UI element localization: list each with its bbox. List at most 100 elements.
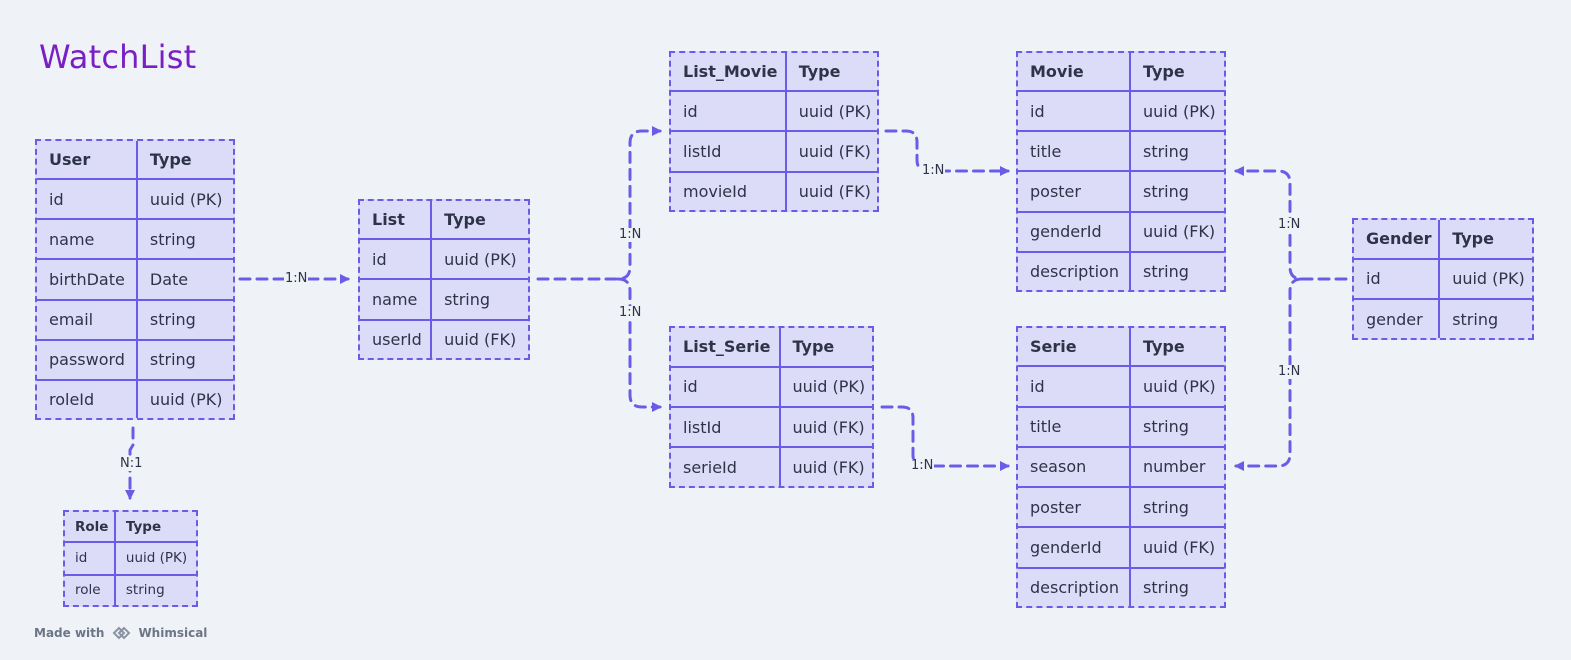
field-name-cell: id bbox=[671, 91, 787, 133]
field-type-cell: uuid (PK) bbox=[1439, 258, 1532, 301]
diagram-title: WatchList bbox=[39, 38, 197, 76]
field-type-cell: uuid (FK) bbox=[1129, 211, 1224, 253]
field-type-cell: uuid (FK) bbox=[1129, 527, 1224, 569]
connector-user-role bbox=[125, 426, 135, 500]
field-name-cell: listId bbox=[671, 406, 781, 449]
field-type-cell: string bbox=[1452, 309, 1499, 329]
field-type-cell: uuid (FK) bbox=[444, 329, 517, 349]
type-header-cell: Type bbox=[1129, 53, 1224, 93]
field-name-cell: roleId bbox=[37, 379, 138, 418]
relation-label-gender-movie: 1:N bbox=[1277, 217, 1302, 232]
field-type-cell: string bbox=[1129, 406, 1224, 448]
field-name-cell: listId bbox=[671, 131, 787, 173]
field-type-cell: uuid (PK) bbox=[779, 366, 872, 408]
field-name-cell: id bbox=[671, 366, 781, 408]
connector-list-listserie bbox=[616, 277, 662, 412]
field-name-cell: id bbox=[37, 179, 138, 221]
field-name-cell: userId bbox=[360, 319, 433, 358]
field-name-cell: title bbox=[1018, 406, 1131, 448]
field-name-cell: description bbox=[1018, 567, 1131, 606]
entity-name-cell: Role bbox=[65, 512, 116, 544]
field-name-cell: birthDate bbox=[37, 259, 138, 301]
type-header-cell: Type bbox=[431, 201, 528, 241]
connector-listmovie-movie bbox=[884, 129, 1010, 176]
field-name-cell: season bbox=[1018, 446, 1131, 489]
type-header-cell: Type bbox=[779, 328, 872, 368]
field-type-cell: uuid (FK) bbox=[798, 181, 871, 201]
entity-name-cell: List bbox=[360, 201, 433, 241]
field-name-cell: id bbox=[1018, 91, 1131, 133]
field-type-cell: string bbox=[136, 219, 233, 261]
field-type-cell: number bbox=[1129, 446, 1224, 489]
field-name-cell: serieId bbox=[671, 447, 781, 486]
relation-label-user-role: N:1 bbox=[119, 456, 144, 471]
entity-name-cell: List_Movie bbox=[671, 53, 787, 93]
type-header-cell: Type bbox=[785, 53, 877, 93]
field-name-cell: id bbox=[1354, 258, 1441, 301]
field-type-cell: uuid (FK) bbox=[785, 131, 877, 173]
whimsical-logo-icon bbox=[113, 626, 131, 640]
table-row: userId uuid (FK) bbox=[360, 319, 528, 358]
field-name-cell: genderId bbox=[1018, 527, 1131, 569]
entity-name-cell: Gender bbox=[1354, 220, 1441, 260]
field-type-cell: string bbox=[1129, 487, 1224, 529]
field-type-cell: uuid (PK) bbox=[431, 239, 528, 281]
field-type-cell: string bbox=[1129, 171, 1224, 213]
connector-gender-serie bbox=[1234, 277, 1304, 471]
relation-label-gender-serie: 1:N bbox=[1277, 364, 1302, 379]
relation-label-list-listserie: 1:N bbox=[618, 305, 643, 320]
field-name-cell: role bbox=[65, 574, 116, 605]
type-header-cell: Type bbox=[114, 512, 196, 544]
entity-name-cell: Serie bbox=[1018, 328, 1131, 368]
field-type-cell: string bbox=[1142, 261, 1189, 281]
field-name-cell: gender bbox=[1354, 299, 1441, 338]
field-name-cell: id bbox=[1018, 366, 1131, 408]
made-with-footer[interactable]: Made with Whimsical bbox=[34, 625, 207, 641]
field-name-cell: poster bbox=[1018, 171, 1131, 213]
relation-label-user-list: 1:N bbox=[284, 271, 309, 286]
entity-name-cell: User bbox=[37, 141, 138, 181]
field-type-cell: uuid (PK) bbox=[1129, 366, 1224, 408]
entity-name-cell: Movie bbox=[1018, 53, 1131, 93]
field-name-cell: id bbox=[65, 542, 116, 576]
field-type-cell: uuid (FK) bbox=[779, 406, 872, 449]
connector-list-listmovie bbox=[536, 126, 662, 281]
field-name-cell: poster bbox=[1018, 487, 1131, 529]
field-name-cell: movieId bbox=[671, 171, 787, 210]
type-header-cell: Type bbox=[1129, 328, 1224, 368]
